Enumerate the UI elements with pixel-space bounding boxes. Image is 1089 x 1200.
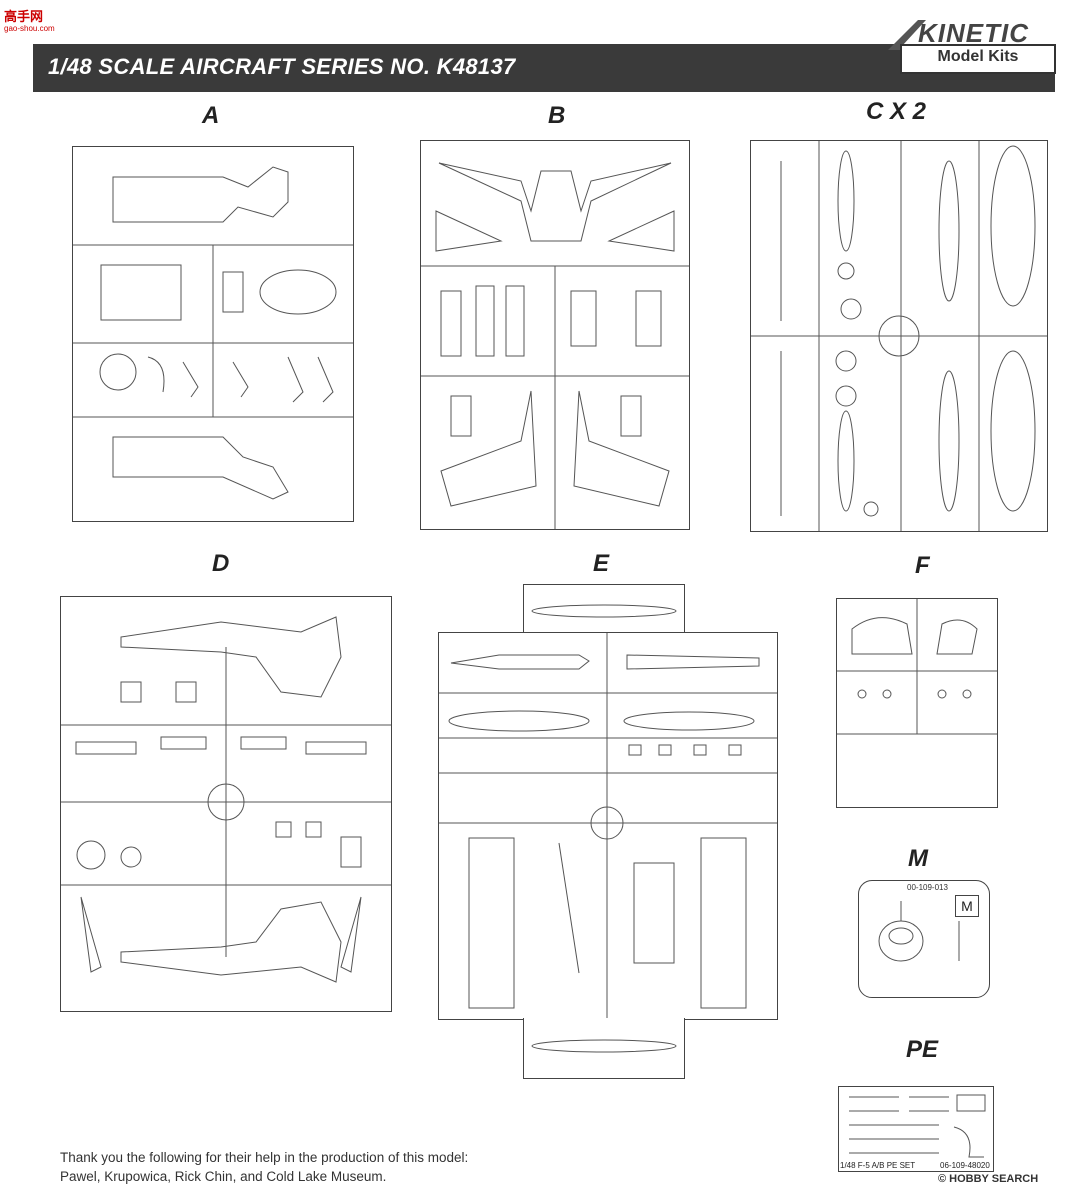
sprue-b-frame [420,140,690,530]
sprue-b-parts-icon [421,162,689,529]
pe-parts-icon [849,1094,986,1158]
sprue-f-parts-icon [837,599,997,735]
logo-main-text: KINETIC [918,18,1029,48]
sprue-d-frame [60,596,392,1012]
pe-caption: 1/48 F-5 A/B PE SET [840,1161,916,1170]
sprue-e-frame [438,632,778,1020]
pe-sheet-frame [838,1086,994,1172]
sprue-c-parts-icon [751,141,1047,531]
sprue-label-b: B [548,102,566,129]
sprue-e-bottom-part-icon [531,1039,677,1053]
sprue-a-parts-icon [73,166,353,500]
sprue-label-a: A [202,102,220,129]
hobby-search-watermark: © HOBBY SEARCH [938,1173,1039,1185]
sprue-label-d: D [212,550,230,577]
sprue-e-top-frame [523,584,685,633]
site-name: 高手网 [4,9,44,24]
part-m-code: 00-109-013 [907,883,948,892]
sprue-d-parts-icon [61,616,391,983]
footer-thanks-line: Thank you the following for their help i… [60,1150,469,1165]
site-logo: 高手网 gao-shou.com [0,0,80,40]
part-m-canopy-icon [878,901,960,962]
sprue-e-parts-icon [439,633,777,1019]
sprue-label-f: F [915,552,930,579]
sprue-label-m: M [908,845,928,872]
header-banner [33,44,1055,92]
part-m-letter: M [955,895,979,917]
sprue-label-pe: PE [906,1036,939,1063]
logo-box: Model Kits [900,44,1056,74]
sprue-a-frame [72,146,354,522]
site-url: gao-shou.com [4,24,55,33]
kinetic-logo: KINETIC Model Kits [878,14,1058,74]
pe-code: 06-109-48020 [940,1161,990,1170]
sprue-e-bottom-frame [523,1018,685,1079]
sprue-label-e: E [593,550,610,577]
part-m-frame: 00-109-013 M [858,880,990,998]
sprue-f-frame [836,598,998,808]
logo-sub-text: Model Kits [937,48,1019,65]
footer-names-line: Pawel, Krupowica, Rick Chin, and Cold La… [60,1169,387,1184]
page-title: 1/48 SCALE AIRCRAFT SERIES NO. K48137 [48,54,516,79]
sprue-label-c: C X 2 [866,98,927,125]
sprue-c-frame [750,140,1048,532]
sprue-e-top-part-icon [531,604,677,618]
